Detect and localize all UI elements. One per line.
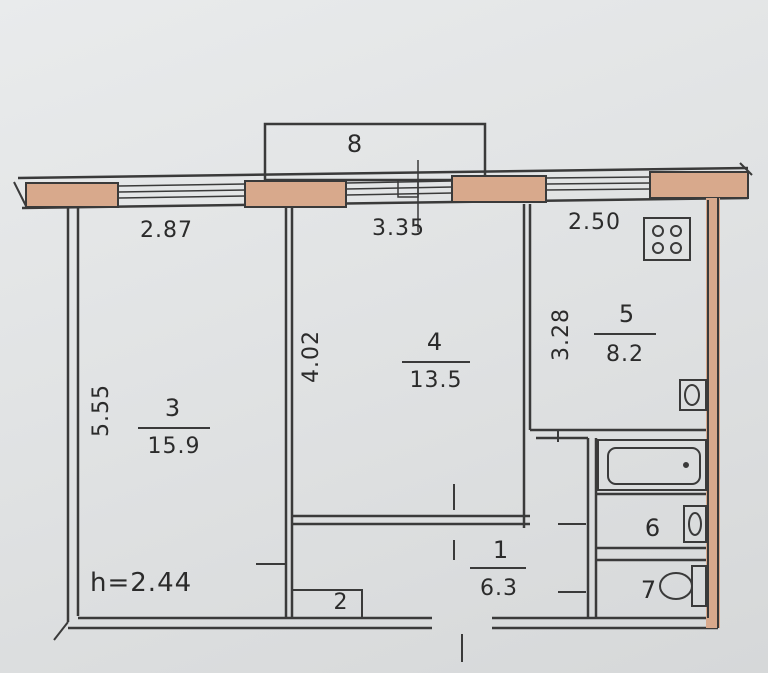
- room-5-width: 2.50: [568, 210, 621, 235]
- balcony-outline: [263, 122, 487, 182]
- washbasin-icon: [683, 505, 707, 543]
- wall-break-left: [13, 181, 27, 207]
- room-6-number: 6: [644, 514, 662, 542]
- masonry-right-center: [451, 175, 547, 203]
- room-5-length: 3.28: [549, 308, 574, 361]
- room-2-number: 2: [333, 590, 349, 615]
- window-room-5: [545, 176, 651, 191]
- wall-break-right: [739, 162, 753, 176]
- room-4-width: 3.35: [372, 216, 425, 241]
- kitchen-sink-icon: [679, 379, 707, 411]
- bathtub-icon: [597, 439, 707, 491]
- closet-2-outline: [291, 589, 363, 619]
- entry-door-mark: [53, 621, 69, 641]
- exterior-wall-top: [17, 166, 749, 180]
- masonry-left: [25, 182, 119, 208]
- room-4-area: 13.5: [409, 368, 463, 393]
- window-room-3: [117, 183, 246, 199]
- toilet-icon: [659, 565, 707, 607]
- room-3-width: 2.87: [140, 218, 193, 243]
- masonry-left-center: [244, 180, 347, 208]
- room-5-area: 8.2: [606, 342, 644, 367]
- room-3-length: 5.55: [89, 384, 114, 437]
- room-4-number: 4: [426, 328, 444, 356]
- exterior-wall-bottom: [21, 196, 749, 210]
- room-7-number: 7: [640, 576, 658, 604]
- balcony-number: 8: [346, 130, 364, 158]
- masonry-right: [649, 171, 749, 199]
- ceiling-height: h=2.44: [90, 568, 193, 598]
- room-3-area: 15.9: [147, 434, 201, 459]
- room-1-number: 1: [492, 536, 510, 564]
- balcony-door: [345, 179, 453, 198]
- section-marks: [256, 430, 586, 662]
- stove-icon: [643, 217, 691, 261]
- room-1-area: 6.3: [480, 576, 518, 601]
- room-3-number: 3: [164, 394, 182, 422]
- room-5-number: 5: [618, 300, 636, 328]
- room-4-length: 4.02: [299, 330, 324, 383]
